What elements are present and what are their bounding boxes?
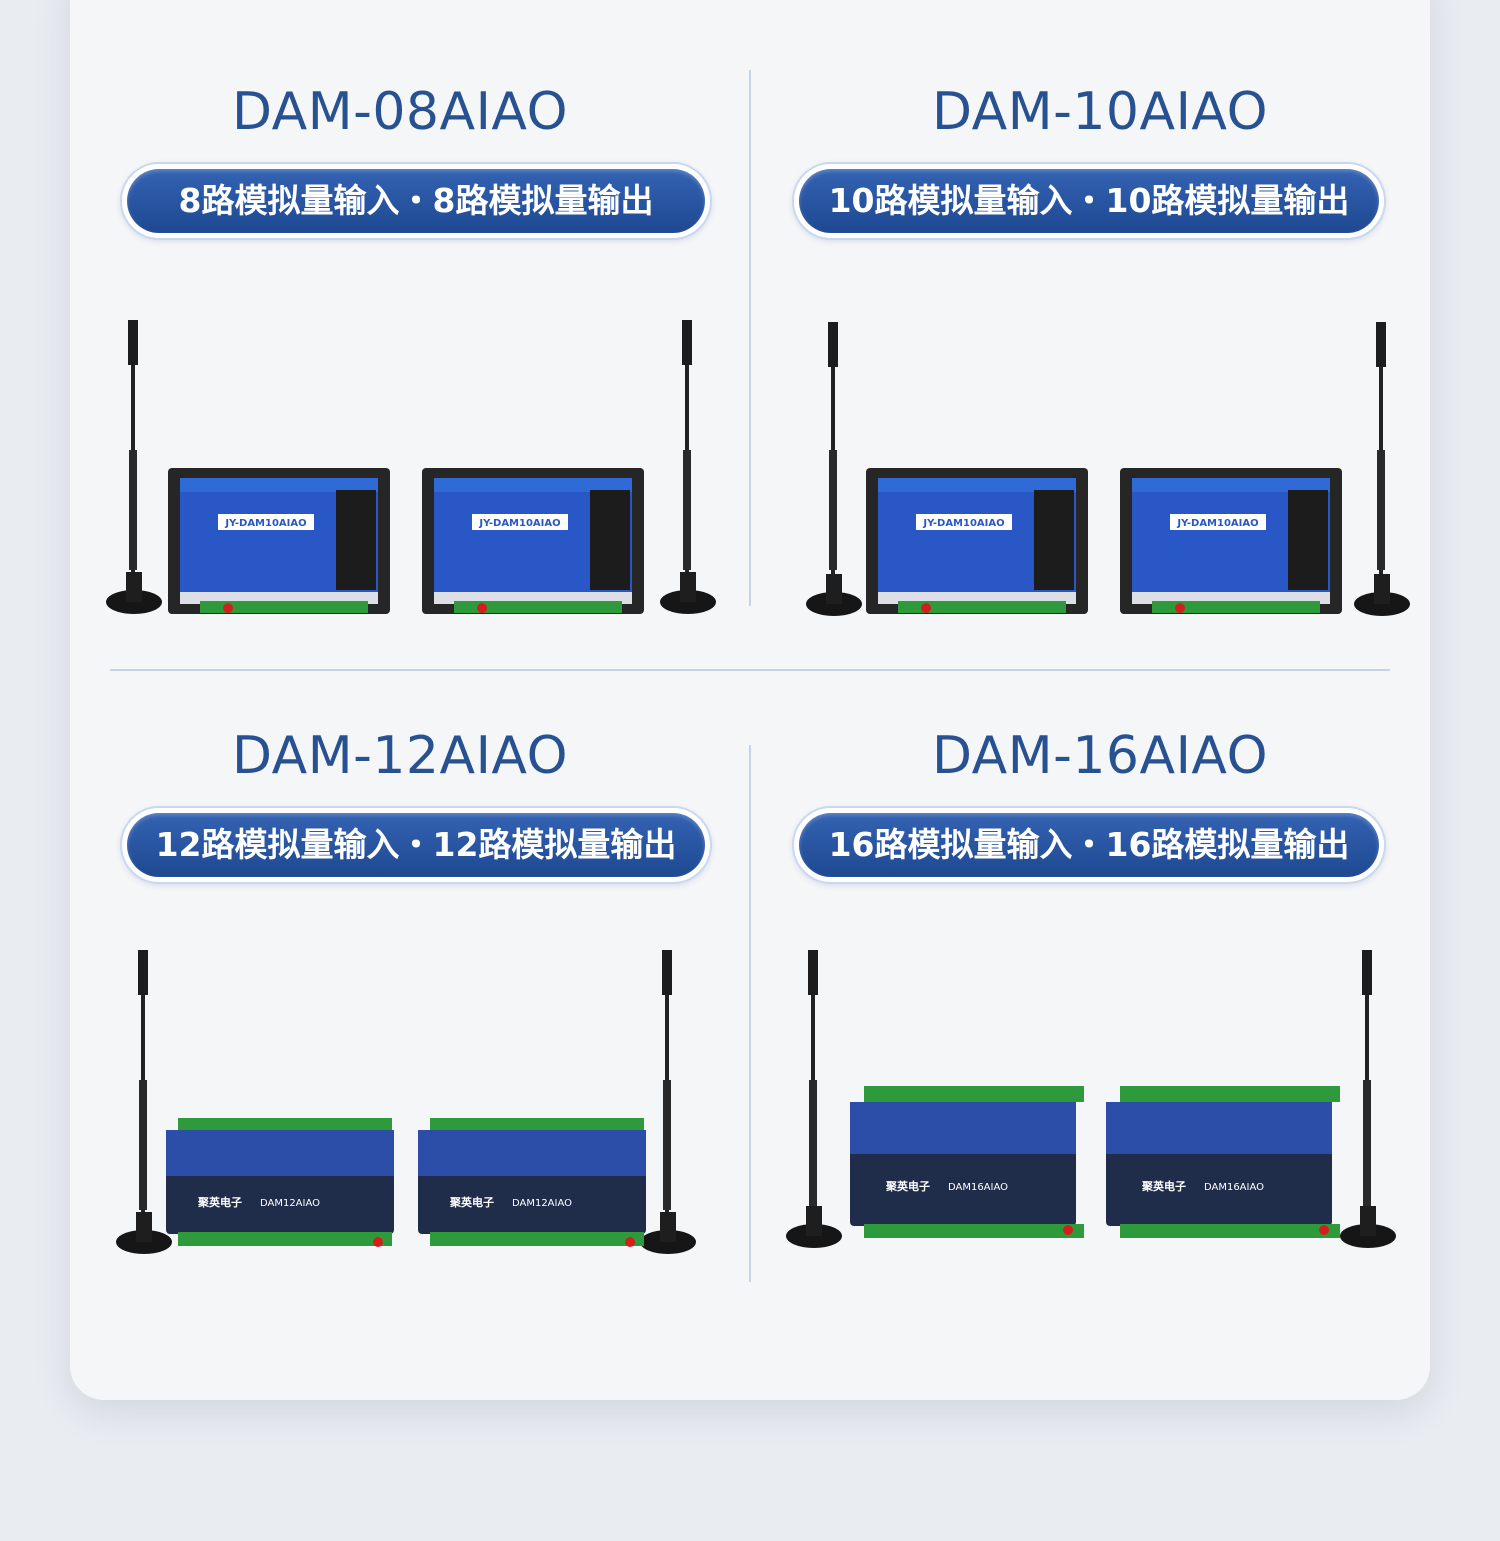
device-label: DAM12AIAO: [260, 1198, 320, 1209]
device-label: DAM16AIAO: [948, 1182, 1008, 1193]
product-model-title: DAM-16AIAO: [932, 726, 1268, 786]
product-spec-text: 12路模拟量输入・12路模拟量输出: [127, 813, 705, 877]
divider-vertical-top: [749, 70, 751, 606]
divider-vertical-bottom: [749, 745, 751, 1282]
product-spec-badge: 10路模拟量输入・10路模拟量输出: [792, 162, 1386, 240]
device-label: JY-DAM10AIAO: [224, 518, 306, 529]
product-dam-16aiao: DAM-16AIAO 16路模拟量输入・16路模拟量输出 聚英电子 DAM16A…: [780, 680, 1420, 1280]
device-brand: 聚英电子: [197, 1195, 242, 1209]
device-label: JY-DAM10AIAO: [922, 518, 1004, 529]
product-model-title: DAM-10AIAO: [932, 82, 1268, 142]
device-label: JY-DAM10AIAO: [1176, 518, 1258, 529]
product-dam-08aiao: DAM-08AIAO 8路模拟量输入・8路模拟量输出 JY-DAM10AIAO …: [80, 0, 720, 614]
product-model-title: DAM-08AIAO: [232, 82, 568, 142]
product-dam-12aiao: DAM-12AIAO 12路模拟量输入・12路模拟量输出 聚英电子 DAM12A…: [80, 680, 720, 1280]
product-model-title: DAM-12AIAO: [232, 726, 568, 786]
device-brand: 聚英电子: [1141, 1179, 1186, 1193]
product-spec-badge: 8路模拟量输入・8路模拟量输出: [120, 162, 712, 240]
product-dam-10aiao: DAM-10AIAO 10路模拟量输入・10路模拟量输出 JY-DAM10AIA…: [780, 0, 1420, 616]
device-photo-pair: JY-DAM10AIAO JY-DAM10AIAO: [806, 322, 1410, 616]
device-label: DAM16AIAO: [1204, 1182, 1264, 1193]
device-brand: 聚英电子: [449, 1195, 494, 1209]
device-photo-pair: JY-DAM10AIAO JY-DAM10AIAO: [106, 320, 716, 614]
device-photo-pair: 聚英电子 DAM12AIAO 聚英电子 DAM12AIAO: [116, 950, 696, 1254]
divider-horizontal: [110, 669, 1390, 671]
device-label: DAM12AIAO: [512, 1198, 572, 1209]
product-spec-badge: 16路模拟量输入・16路模拟量输出: [792, 806, 1386, 884]
device-label: JY-DAM10AIAO: [478, 518, 560, 529]
product-spec-badge: 12路模拟量输入・12路模拟量输出: [120, 806, 712, 884]
product-spec-text: 10路模拟量输入・10路模拟量输出: [799, 169, 1379, 233]
product-spec-text: 8路模拟量输入・8路模拟量输出: [127, 169, 705, 233]
device-brand: 聚英电子: [885, 1179, 930, 1193]
device-photo-pair: 聚英电子 DAM16AIAO 聚英电子 DAM16AIAO: [786, 950, 1396, 1248]
product-spec-text: 16路模拟量输入・16路模拟量输出: [799, 813, 1379, 877]
